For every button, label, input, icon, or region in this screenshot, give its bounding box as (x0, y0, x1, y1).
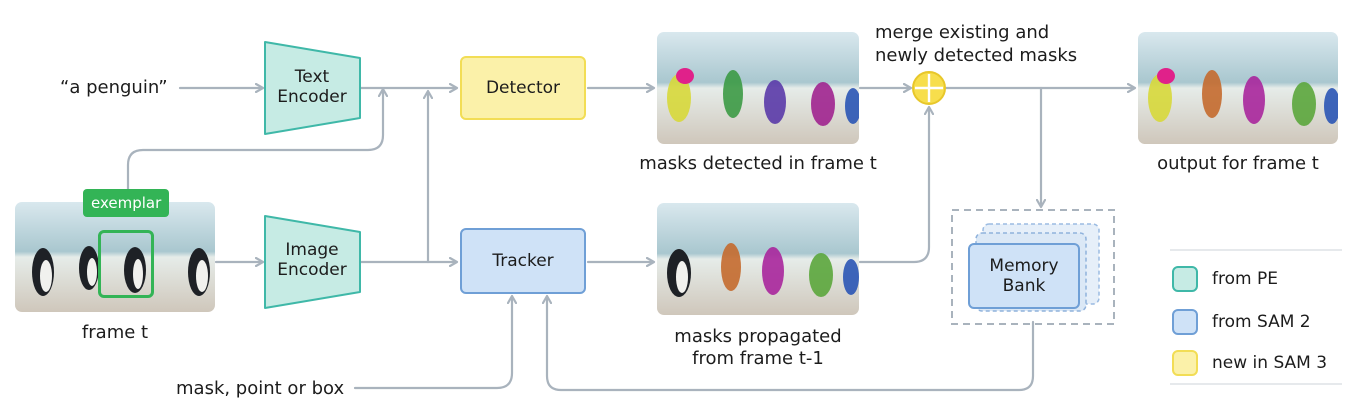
text-encoder-shape (264, 41, 361, 135)
arrow-memory-to-tracker (547, 297, 1035, 392)
image-encoder-shape (264, 215, 361, 309)
output-image (1138, 32, 1338, 144)
propagated-masks-caption-1: masks propagated (674, 326, 842, 347)
frame-t-caption: frame t (81, 322, 149, 343)
arrow-prompt-to-tracker (353, 297, 512, 390)
image-encoder-label-2: Encoder (277, 260, 347, 280)
memory-bank-label-2: Bank (1002, 276, 1046, 296)
tracker-label: Tracker (492, 251, 554, 271)
legend-item-sam3: new in SAM 3 (1172, 350, 1327, 376)
detected-masks-caption: masks detected in frame t (639, 153, 877, 174)
legend-label-sam3: new in SAM 3 (1212, 353, 1328, 373)
arrow-exemplar-to-detector (126, 90, 383, 197)
legend-item-sam2: from SAM 2 (1172, 309, 1311, 335)
legend-swatch-sam3 (1172, 350, 1198, 376)
detected-masks-image (657, 32, 859, 144)
exemplar-box (98, 230, 154, 298)
text-prompt-label: “a penguin” (60, 77, 168, 98)
merge-caption-1: merge existing and (875, 22, 1050, 43)
prompt-input-label: mask, point or box (176, 378, 345, 399)
text-encoder-label-1: Text (294, 67, 330, 87)
memory-bank-frame (951, 209, 1115, 325)
propagated-masks-image (657, 203, 859, 315)
legend-label-sam2: from SAM 2 (1212, 312, 1311, 332)
exemplar-badge: exemplar (83, 189, 170, 217)
legend-swatch-sam2 (1172, 309, 1198, 335)
output-caption: output for frame t (1157, 153, 1319, 174)
detector-block: Detector (460, 56, 586, 120)
image-encoder-label-1: Image (285, 240, 339, 260)
penguin-figures (32, 246, 210, 296)
text-encoder-label-2: Encoder (277, 87, 347, 107)
legend-label-pe: from PE (1212, 269, 1278, 289)
merge-caption-2: newly detected masks (875, 45, 1078, 66)
memory-bank-label-1: Memory (989, 256, 1059, 276)
tracker-block: Tracker (460, 228, 586, 294)
legend-swatch-pe (1172, 266, 1198, 292)
merge-plus-icon (912, 71, 946, 105)
frame-t-image (15, 202, 215, 312)
memory-bank-block: Memory Bank (968, 243, 1080, 309)
detector-label: Detector (485, 78, 561, 98)
legend-item-pe: from PE (1172, 266, 1278, 292)
arrow-propagated-to-merge (858, 108, 929, 264)
propagated-masks-caption-2: from frame t-1 (692, 348, 824, 369)
arrows (126, 88, 1134, 392)
